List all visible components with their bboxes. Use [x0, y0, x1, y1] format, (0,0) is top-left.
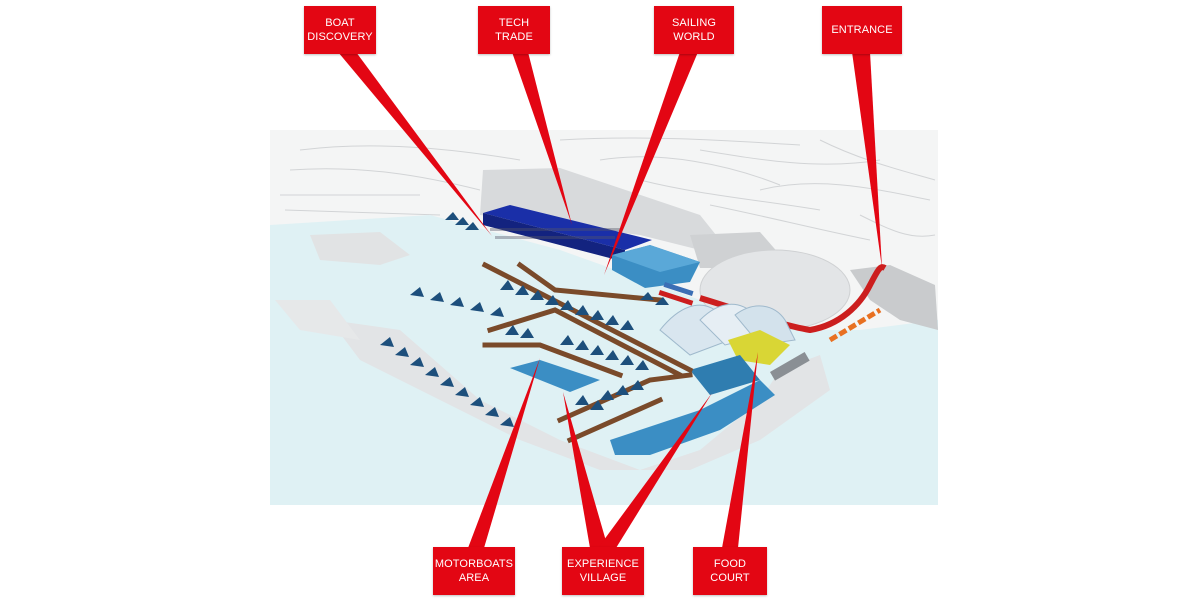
label-motorboats-area-line1: MOTORBOATS [434, 558, 514, 570]
service-block [770, 352, 810, 381]
sailing-world-pavilion-top [612, 245, 700, 272]
label-tech-trade: TECH TRADE [478, 6, 550, 54]
label-tech-trade-line2: TRADE [495, 31, 533, 43]
street-lines [280, 137, 936, 241]
label-food-court-line2: COURT [710, 572, 750, 584]
label-sailing-world-line1: SAILING [671, 17, 717, 29]
label-food-court: FOOD COURT [693, 547, 767, 595]
label-pointers [338, 52, 882, 548]
label-entrance-line1: ENTRANCE [831, 24, 893, 36]
label-boat-discovery-line1: BOAT [325, 17, 355, 29]
experience-village-blocks [510, 355, 775, 455]
label-boat-discovery-line2: DISCOVERY [307, 31, 373, 43]
label-experience-village-line2: VILLAGE [579, 572, 627, 584]
label-sailing-world-line2: WORLD [673, 31, 715, 43]
blue-strip [663, 282, 694, 297]
hall-facade-dots [490, 228, 620, 239]
label-sailing-world: SAILING WORLD [654, 6, 734, 54]
water-area [270, 215, 938, 505]
label-motorboats-area: MOTORBOATS AREA [433, 547, 515, 595]
label-boat-discovery: BOAT DISCOVERY [304, 6, 376, 54]
tech-trade-hall [483, 205, 652, 250]
label-tech-trade-line1: TECH [498, 17, 530, 29]
land-blocks [275, 168, 938, 470]
red-strip [658, 290, 694, 306]
label-motorboats-area-line2: AREA [458, 572, 490, 584]
moored-boats [380, 212, 669, 427]
label-experience-village-line1: EXPERIENCE [567, 558, 639, 570]
tech-trade-hall-front [483, 213, 625, 262]
label-experience-village: EXPERIENCE VILLAGE [562, 547, 644, 595]
label-entrance: ENTRANCE [822, 6, 902, 54]
label-food-court-line1: FOOD [713, 558, 747, 570]
food-court-area [728, 330, 790, 365]
entrance-barrier [828, 307, 882, 343]
piers [481, 261, 694, 444]
